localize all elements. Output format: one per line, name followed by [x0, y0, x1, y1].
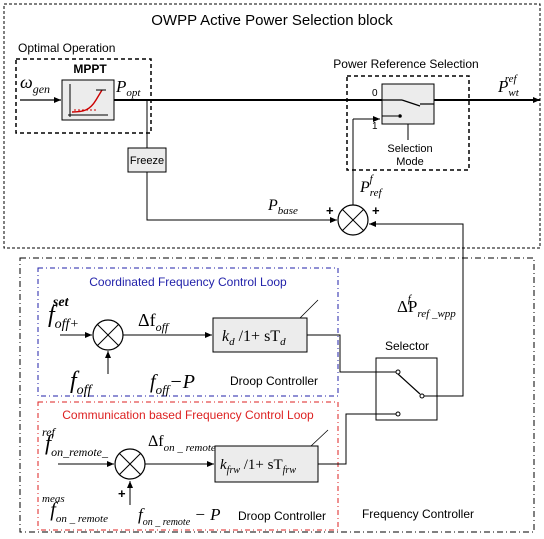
sum-junction-coordinated	[92, 319, 124, 351]
switch-contact-1	[398, 114, 402, 118]
communication-loop-box	[37, 401, 339, 531]
power-reference-box	[346, 75, 470, 171]
optimal-operation-box	[15, 58, 152, 134]
sum-junction-communication	[114, 448, 146, 480]
sum-sign-right: +	[372, 203, 380, 218]
pwt-ref-symbol: Pwtref	[497, 73, 520, 99]
pbase-line	[146, 172, 337, 223]
f-off-symbol: foff	[70, 368, 94, 398]
droop-label-communication: Droop Controller	[238, 509, 326, 523]
frequency-controller-label: Frequency Controller	[362, 507, 474, 521]
droop-tf-coordinated: kd /1+ sTd	[222, 328, 286, 348]
droop-tf-communication: kfrw /1+ sTfrw	[220, 457, 296, 476]
f-remote-p-symbol: fon _ remote − P	[138, 505, 221, 528]
p-opt-symbol: Popt	[115, 77, 141, 99]
mppt-curve-icon	[68, 84, 108, 117]
communication-loop-label: Communication based Frequency Control Lo…	[62, 408, 314, 422]
selector-label: Selector	[385, 339, 429, 353]
pbase-symbol: Pbase	[267, 197, 298, 217]
selection-mode-line2: Mode	[396, 156, 424, 168]
coordinated-to-selector	[307, 334, 390, 373]
selection-mode-line1: Selection	[387, 143, 432, 155]
power-reference-label: Power Reference Selection	[333, 57, 478, 71]
port-0-label: 0	[372, 88, 378, 99]
port-1-label: 1	[372, 121, 378, 132]
freeze-label: Freeze	[130, 155, 164, 167]
optimal-operation-label: Optimal Operation	[18, 41, 115, 55]
droop-block-coordinated	[212, 317, 308, 353]
omega-gen-symbol: ωgen	[20, 72, 50, 96]
freeze-block	[127, 147, 167, 173]
delta-f-remote-symbol: Δfon _ remote	[148, 433, 216, 454]
droop-limit-line-coordinated	[299, 299, 319, 319]
frequency-controller-box	[19, 257, 535, 533]
droop-corner-communication	[300, 446, 319, 483]
mppt-block	[61, 79, 115, 121]
outer-container	[3, 3, 541, 249]
selector-blade	[397, 373, 421, 395]
switch-blade	[401, 99, 421, 107]
f-meas-remote-symbol: fon _ remotemeas	[42, 493, 108, 525]
sum-junction-top	[337, 204, 369, 236]
selector-feedback-line	[369, 221, 464, 397]
f-off-p-symbol: foff−P	[150, 371, 195, 397]
pref-symbol: Preff	[359, 173, 384, 199]
comm-plus-sign: +	[118, 486, 126, 501]
delta-f-off-symbol: Δfoff	[138, 310, 170, 334]
coordinated-loop-box	[37, 267, 339, 397]
coordinated-loop-label: Coordinated Frequency Control Loop	[89, 275, 287, 289]
mppt-label: MPPT	[73, 62, 107, 76]
droop-corner-coordinated	[290, 318, 308, 353]
droop-limit-line-communication	[310, 429, 329, 447]
selector-block	[375, 357, 438, 421]
f-off-set-symbol: foff+set	[48, 295, 79, 332]
f-ref-remote-symbol: fon_remote_ref	[42, 425, 109, 459]
delta-pref-symbol: ΔPref _wppf	[397, 293, 456, 320]
sum-sign-left: +	[326, 203, 334, 218]
diagram-title: OWPP Active Power Selection block	[151, 12, 393, 29]
droop-label-coordinated: Droop Controller	[230, 374, 318, 388]
communication-to-selector	[318, 413, 376, 465]
